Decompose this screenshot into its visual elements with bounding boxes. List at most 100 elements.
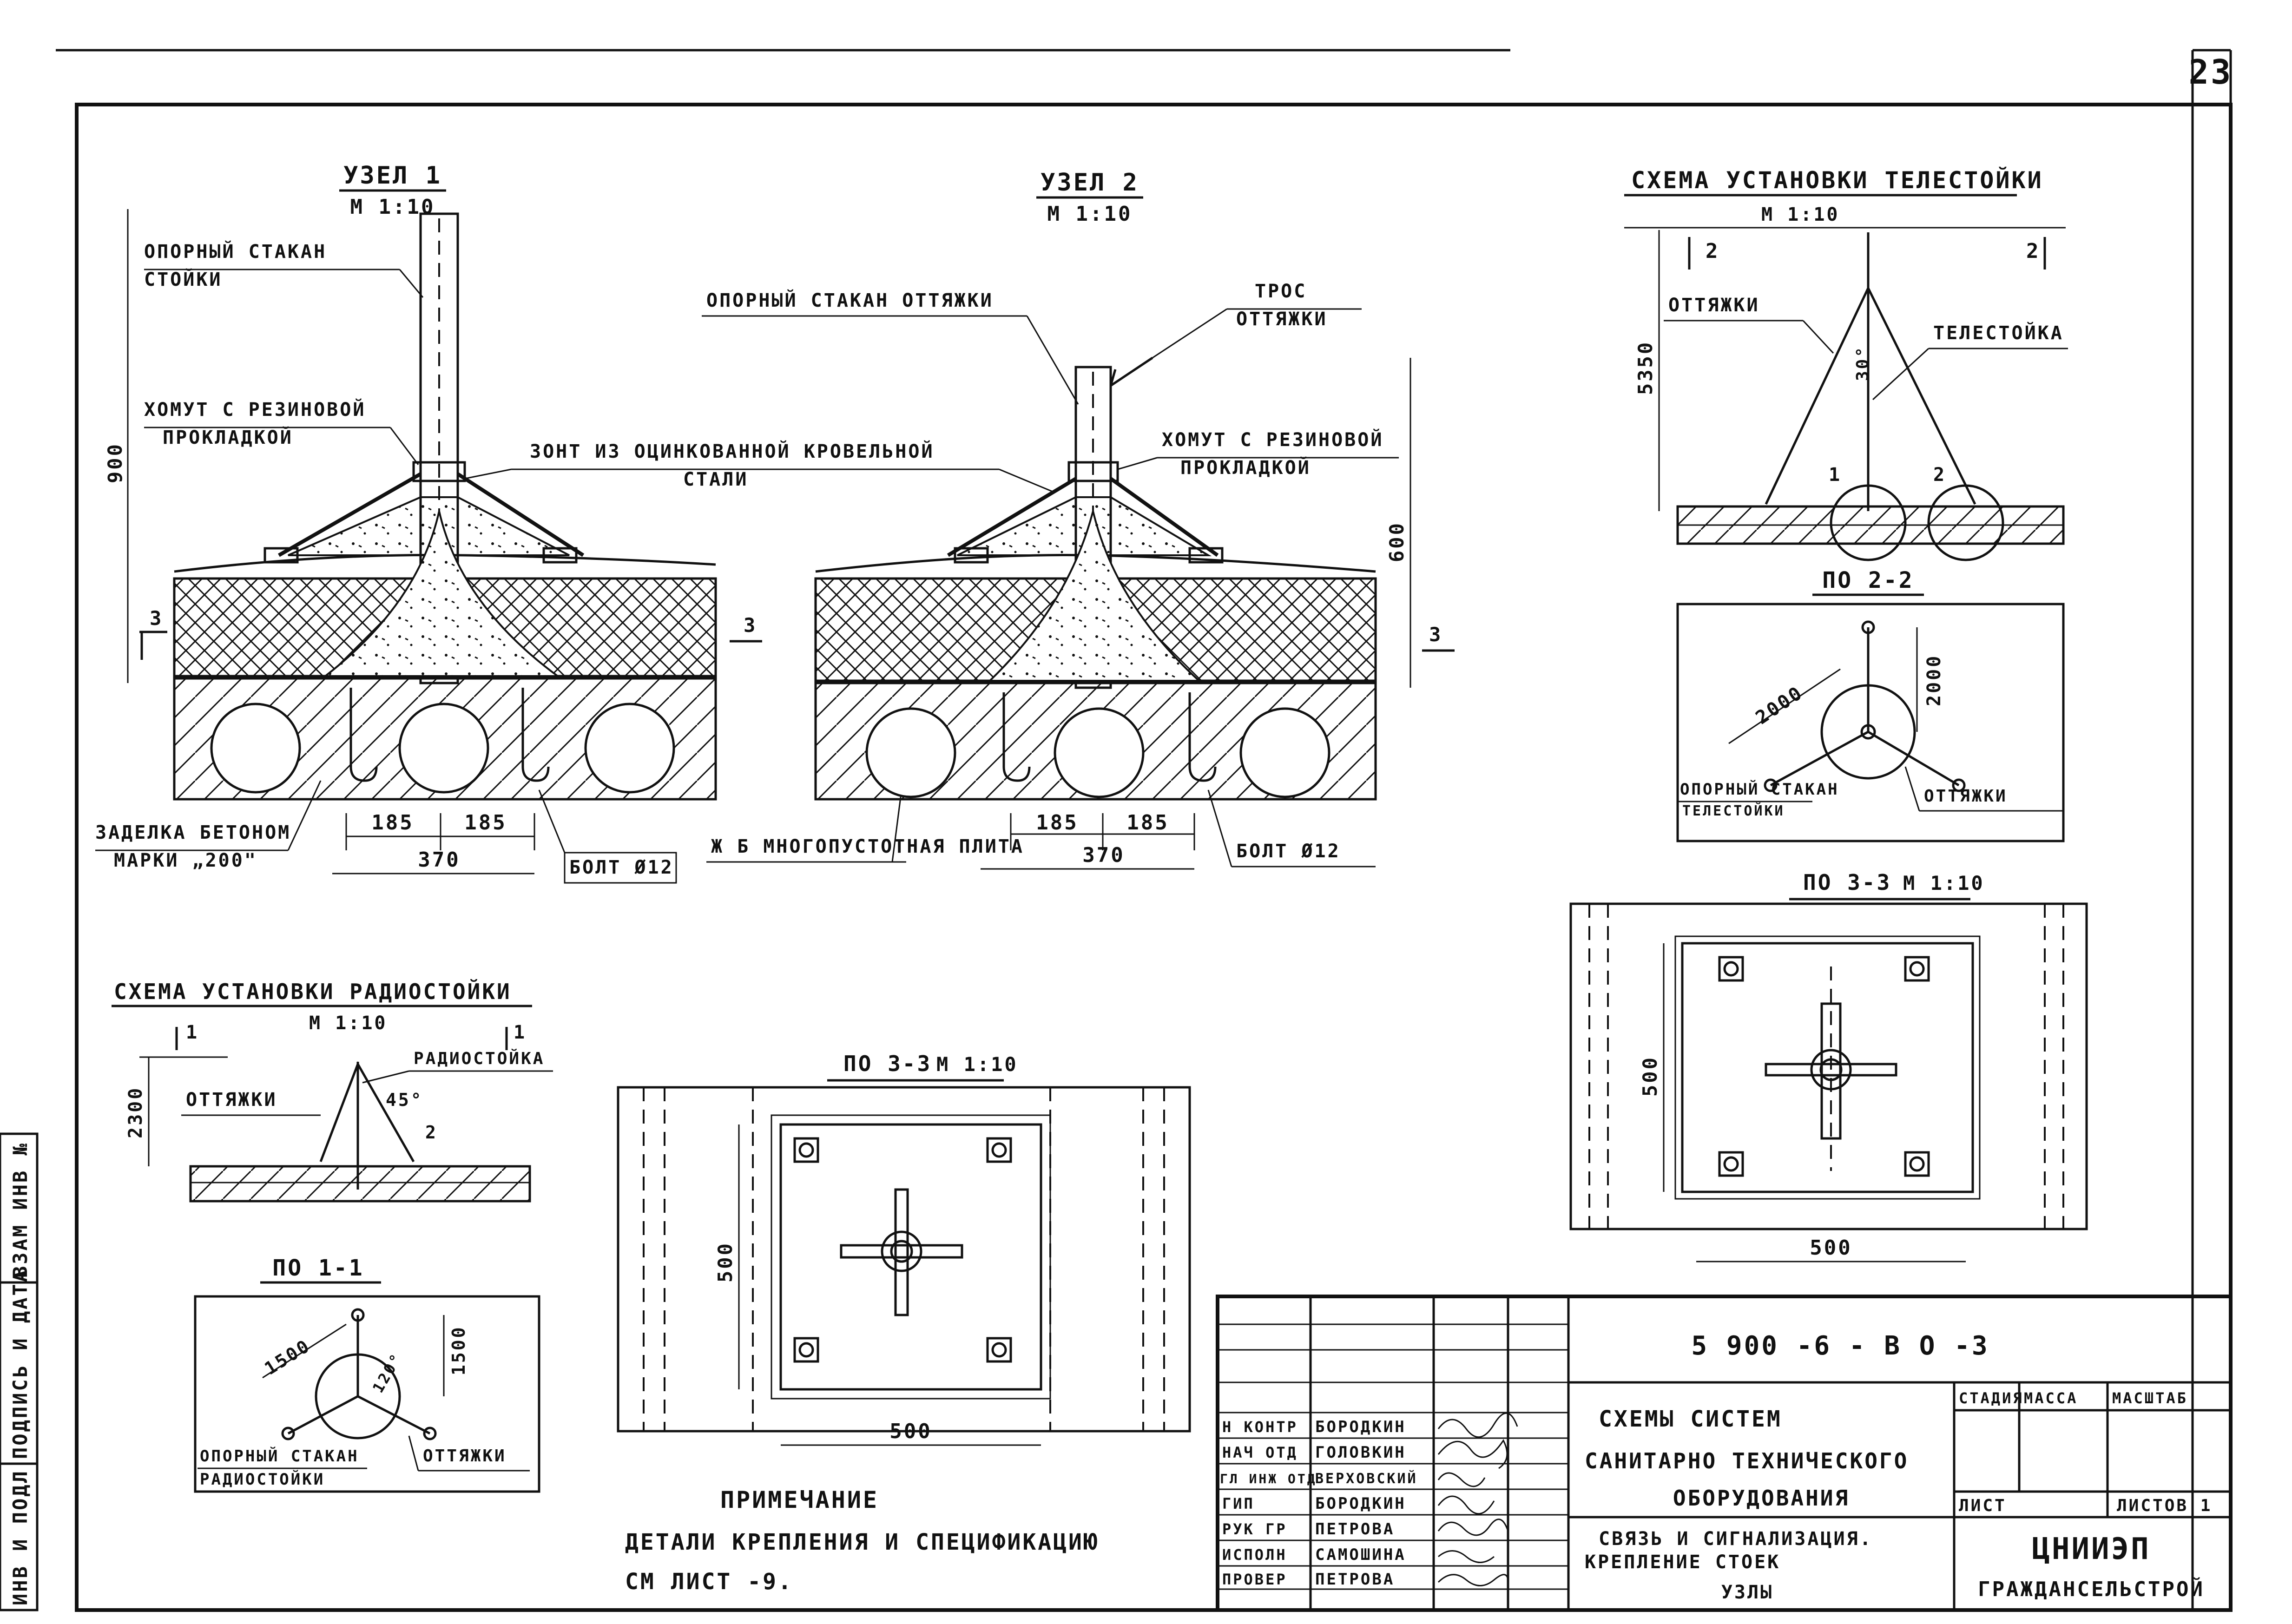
tv-section-label-guys: ОТТЯЖКИ bbox=[1924, 787, 2008, 806]
node1-label-cup: ОПОРНЫЙ СТАКАН bbox=[144, 240, 327, 263]
tb-role-6: ПРОВЕР bbox=[1222, 1571, 1287, 1588]
plan33-right: ПО 3-3 М 1:10 500 500 bbox=[1569, 870, 2088, 1262]
node-2: УЗЕЛ 2 М 1:10 600 185 185 bbox=[702, 169, 1455, 870]
radio-scheme-label-mast: РАДИОСТОЙКА bbox=[414, 1049, 545, 1068]
node1-label-concrete: ЗАДЕЛКА БЕТОНОМ bbox=[95, 822, 291, 843]
tb-name-4: ПЕТРОВА bbox=[1315, 1520, 1395, 1539]
tv-scheme-dim-height: 5350 bbox=[1634, 341, 1657, 395]
tb-desc-3: ОБОРУДОВАНИЯ bbox=[1673, 1486, 1850, 1511]
tb-col-stage: СТАДИЯ bbox=[1959, 1389, 2024, 1407]
node2-label-clamp2: ПРОКЛАДКОЙ bbox=[1180, 456, 1311, 479]
node1-umbrella bbox=[278, 472, 585, 557]
node1-label-concrete2: МАРКИ „200" bbox=[114, 850, 257, 871]
node2-title: УЗЕЛ 2 bbox=[1041, 169, 1139, 197]
node1-label-bolt: БОЛТ Ø12 bbox=[569, 857, 674, 878]
plan33-left-title: ПО 3-3 bbox=[843, 1051, 932, 1076]
radio-scheme-num-2: 2 bbox=[425, 1122, 438, 1143]
tb-col-mass: МАССА bbox=[2024, 1389, 2078, 1407]
tb-desc-1: СХЕМЫ СИСТЕМ bbox=[1599, 1406, 1782, 1432]
node1-label-clamp2: ПРОКЛАДКОЙ bbox=[163, 426, 293, 448]
tv-section: ПО 2-2 2000 2000 ОПОРНЫЙ СТАКАН ТЕЛЕСТОЙ… bbox=[1676, 567, 2065, 842]
tb-desc-2: САНИТАРНО ТЕХНИЧЕСКОГО bbox=[1585, 1448, 1909, 1473]
page-number: 23 bbox=[2189, 53, 2233, 92]
note: ПРИМЕЧАНИЕ ДЕТАЛИ КРЕПЛЕНИЯ И СПЕЦИФИКАЦ… bbox=[625, 1486, 1099, 1595]
note-line-2: СМ ЛИСТ -9. bbox=[625, 1569, 793, 1595]
tb-name-2: ВЕРХОВСКИЙ bbox=[1315, 1470, 1418, 1487]
node1-title: УЗЕЛ 1 bbox=[343, 162, 442, 190]
plan33-left-dim-h: 500 bbox=[889, 1420, 932, 1443]
umbrella-label-2: СТАЛИ bbox=[683, 469, 748, 490]
tb-org-2: ГРАЖДАНСЕЛЬСТРОЙ bbox=[1978, 1577, 2205, 1601]
node1-label-cup2: СТОЙКИ bbox=[144, 268, 223, 290]
node1-dim-a: 185 bbox=[371, 811, 414, 835]
node2-dim-a: 185 bbox=[1036, 811, 1078, 835]
title-block: Н КОНТР БОРОДКИН НАЧ ОТД ГОЛОВКИН ГЛ ИНЖ… bbox=[1216, 1295, 2233, 1612]
tb-role-3: ГИП bbox=[1222, 1495, 1255, 1512]
tb-col-sheet: ЛИСТ bbox=[1959, 1496, 2007, 1515]
side-stamp-replace: ВЗАМ ИНВ № bbox=[9, 1142, 32, 1278]
tb-col-sheets: ЛИСТОВ 1 bbox=[2117, 1496, 2212, 1515]
tb-name-0: БОРОДКИН bbox=[1315, 1418, 1406, 1436]
side-stamp: ИНВ И ПОДЛ ПОДПИСЬ И ДАТА ВЗАМ ИНВ № bbox=[0, 1132, 39, 1611]
node1-scale: М 1:10 bbox=[350, 195, 435, 219]
tv-scheme-mark-left: 2 bbox=[1706, 239, 1720, 263]
tv-scheme: СХЕМА УСТАНОВКИ ТЕЛЕСТОЙКИ М 1:10 2 2 53… bbox=[1624, 166, 2068, 561]
node-1: УЗЕЛ 1 М 1:10 900 bbox=[95, 162, 1024, 884]
tv-section-dim-vertical: 2000 bbox=[1923, 654, 1945, 706]
tv-section-title: ПО 2-2 bbox=[1822, 567, 1914, 593]
tb-sub-1: СВЯЗЬ И СИГНАЛИЗАЦИЯ. bbox=[1599, 1528, 1873, 1550]
node1-dim-b: 185 bbox=[464, 811, 507, 835]
tv-scheme-title: СХЕМА УСТАНОВКИ ТЕЛЕСТОЙКИ bbox=[1631, 166, 2043, 194]
node2-label-rope: ТРОС bbox=[1255, 281, 1307, 302]
radio-scheme-mark-right: 1 bbox=[514, 1022, 527, 1043]
radio-section-label-cup2: РАДИОСТОЙКИ bbox=[200, 1470, 325, 1489]
radio-scheme-title: СХЕМА УСТАНОВКИ РАДИОСТОЙКИ bbox=[114, 979, 512, 1004]
tv-guys bbox=[1765, 285, 1976, 505]
tv-scheme-scale: М 1:10 bbox=[1761, 204, 1840, 225]
radio-section-dim-vertical: 1500 bbox=[448, 1325, 469, 1375]
node1-label-slab: Ж Б МНОГОПУСТОТНАЯ ПЛИТА bbox=[711, 836, 1024, 857]
tv-scheme-label-mast: ТЕЛЕСТОЙКА bbox=[1933, 322, 2064, 344]
plan33-right-title: ПО 3-3 bbox=[1803, 870, 1891, 895]
tv-scheme-angle: 30° bbox=[1853, 345, 1872, 381]
side-stamp-sign: ПОДПИСЬ И ДАТА bbox=[9, 1269, 32, 1459]
node1-label-clamp: ХОМУТ С РЕЗИНОВОЙ bbox=[144, 398, 366, 421]
tv-section-label-cup2: ТЕЛЕСТОЙКИ bbox=[1682, 802, 1785, 819]
tb-name-3: БОРОДКИН bbox=[1315, 1494, 1406, 1513]
tb-role-5: ИСПОЛН bbox=[1222, 1546, 1287, 1564]
tv-scheme-num-1: 1 bbox=[1829, 464, 1842, 486]
radio-section-dim-radial: 1500 bbox=[261, 1335, 314, 1379]
radio-section-label-guys: ОТТЯЖКИ bbox=[423, 1446, 507, 1466]
tv-section-label-cup: ОПОРНЫЙ СТАКАН bbox=[1680, 780, 1839, 799]
node2-scale: М 1:10 bbox=[1047, 202, 1133, 226]
tb-name-1: ГОЛОВКИН bbox=[1315, 1443, 1406, 1462]
radio-scheme-mark-left: 1 bbox=[186, 1022, 199, 1043]
radio-section: ПО 1-1 1500 1500 120° ОПОРНЫЙ СТАКАН РАД… bbox=[194, 1255, 540, 1493]
sheet-frame bbox=[56, 49, 2233, 1612]
tv-scheme-mark-right: 2 bbox=[2026, 239, 2041, 263]
radio-scheme-dim-height: 2300 bbox=[125, 1086, 146, 1138]
plan33-right-dim-v: 500 bbox=[1639, 1056, 1661, 1097]
tb-role-0: Н КОНТР bbox=[1222, 1418, 1298, 1436]
node2-label-cup: ОПОРНЫЙ СТАКАН ОТТЯЖКИ bbox=[706, 289, 994, 311]
plan33-right-scale: М 1:10 bbox=[1903, 872, 1985, 894]
radio-section-label-cup: ОПОРНЫЙ СТАКАН bbox=[200, 1446, 359, 1466]
tb-sub-2: КРЕПЛЕНИЕ СТОЕК bbox=[1585, 1552, 1780, 1573]
tv-section-dim-radial: 2000 bbox=[1752, 682, 1807, 729]
tb-col-scale: МАСШТАБ bbox=[2112, 1389, 2188, 1407]
radio-scheme: СХЕМА УСТАНОВКИ РАДИОСТОЙКИ М 1:10 1 1 2… bbox=[112, 979, 553, 1203]
note-line-1: ДЕТАЛИ КРЕПЛЕНИЯ И СПЕЦИФИКАЦИЮ bbox=[625, 1529, 1099, 1555]
tv-scheme-label-guys: ОТТЯЖКИ bbox=[1668, 295, 1760, 316]
node2-dim-b: 185 bbox=[1126, 811, 1169, 835]
tb-name-6: ПЕТРОВА bbox=[1315, 1570, 1395, 1589]
node2-label-bolt: БОЛТ Ø12 bbox=[1236, 841, 1341, 862]
node2-label-clamp: ХОМУТ С РЕЗИНОВОЙ bbox=[1162, 428, 1383, 451]
side-stamp-inv: ИНВ И ПОДЛ bbox=[9, 1469, 32, 1605]
note-title: ПРИМЕЧАНИЕ bbox=[720, 1486, 879, 1513]
tb-role-1: НАЧ ОТД bbox=[1222, 1444, 1298, 1461]
node1-clamp bbox=[412, 461, 466, 482]
node2-dim-total: 370 bbox=[1082, 843, 1125, 867]
node2-section-mark-right: 3 bbox=[1429, 623, 1442, 646]
node2-section-mark-left: 3 bbox=[744, 614, 757, 637]
radio-scheme-angle: 45° bbox=[386, 1090, 423, 1110]
